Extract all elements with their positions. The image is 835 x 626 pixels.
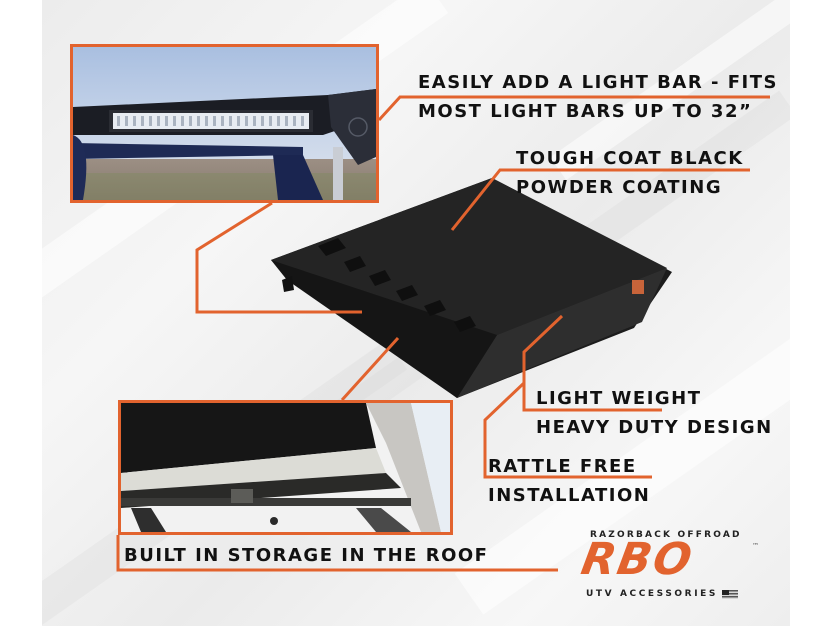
connector-weight bbox=[522, 314, 662, 412]
callout-weight-line1: LIGHT WEIGHT bbox=[536, 388, 702, 409]
callout-storage: BUILT IN STORAGE IN THE ROOF bbox=[124, 543, 488, 568]
connector-light-bar bbox=[377, 95, 770, 122]
light-bar-photo-illustration bbox=[73, 47, 376, 200]
roof-storage-photo bbox=[118, 400, 453, 535]
connector-storage bbox=[116, 535, 558, 572]
roof-storage-photo-illustration bbox=[121, 403, 450, 532]
callout-coating: TOUGH COAT BLACK POWDER COATING bbox=[516, 146, 744, 200]
callout-storage-line1: BUILT IN STORAGE IN THE ROOF bbox=[124, 545, 489, 566]
callout-light-bar-line2: MOST LIGHT BARS UP TO 32” bbox=[418, 101, 753, 122]
connector-photo-to-product bbox=[195, 201, 362, 314]
callout-weight: LIGHT WEIGHT HEAVY DUTY DESIGN bbox=[536, 386, 773, 440]
callout-light-bar-line1: EASILY ADD A LIGHT BAR - FITS bbox=[418, 72, 778, 93]
callout-rattle-line2: INSTALLATION bbox=[488, 485, 651, 506]
connector-product-to-storage bbox=[340, 336, 400, 402]
us-flag-icon bbox=[722, 590, 738, 599]
connector-coating bbox=[450, 168, 750, 231]
callout-light-bar: EASILY ADD A LIGHT BAR - FITS MOST LIGHT… bbox=[418, 70, 778, 124]
callout-rattle: RATTLE FREE INSTALLATION bbox=[488, 454, 650, 508]
logo-bottom-text: UTV ACCESSORIES bbox=[586, 589, 718, 599]
rbo-logo: RAZORBACK OFFROAD RBO ™ UTV ACCESSORIES bbox=[578, 530, 790, 610]
black-utv-roof-render bbox=[271, 178, 672, 398]
logo-main-text: RBO bbox=[577, 534, 698, 585]
infographic-canvas: EASILY ADD A LIGHT BAR - FITS MOST LIGHT… bbox=[42, 0, 790, 626]
callout-rattle-line1: RATTLE FREE bbox=[488, 456, 637, 477]
light-bar-photo bbox=[70, 44, 379, 203]
connector-rattle bbox=[483, 381, 652, 479]
callout-coating-line2: POWDER COATING bbox=[516, 177, 723, 198]
callout-connector-lines bbox=[116, 95, 770, 572]
product-render-and-connectors bbox=[116, 95, 770, 572]
logo-top-text: RAZORBACK OFFROAD bbox=[590, 530, 742, 540]
logo-trademark: ™ bbox=[752, 542, 759, 550]
callout-coating-line1: TOUGH COAT BLACK bbox=[516, 148, 744, 169]
callout-weight-line2: HEAVY DUTY DESIGN bbox=[536, 417, 773, 438]
